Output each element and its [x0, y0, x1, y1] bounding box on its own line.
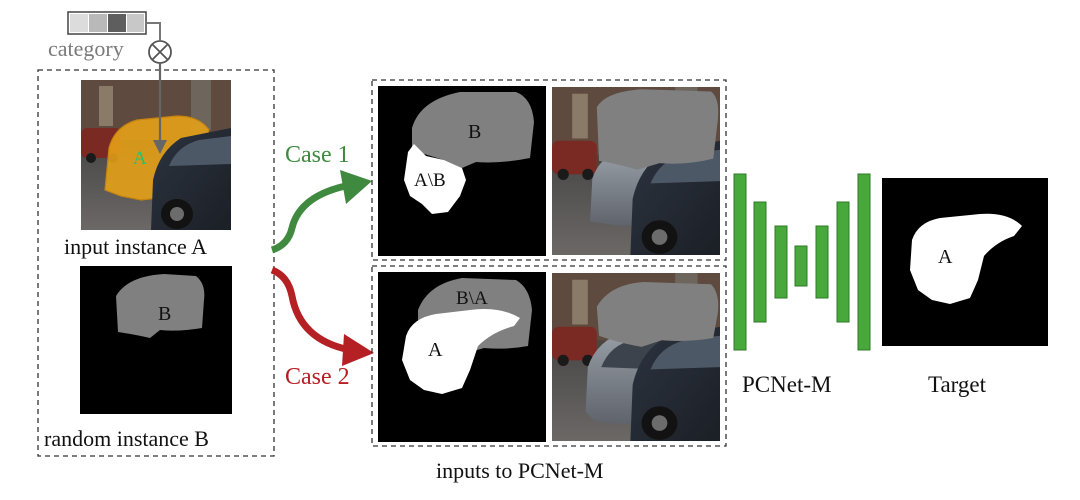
case1-mask: B A\B	[378, 86, 546, 256]
case2-arrow	[270, 266, 374, 366]
network-layer	[733, 173, 747, 351]
instance-a-caption: input instance A	[64, 234, 207, 259]
random-instance-b-mask: B	[80, 266, 232, 414]
network-layer	[774, 225, 788, 299]
network-layer	[794, 245, 808, 287]
inputs-caption: inputs to PCNet-M	[436, 458, 603, 483]
category-cell	[70, 14, 88, 32]
case1-mask-b-letter: B	[468, 121, 481, 143]
left-panel-border	[37, 69, 275, 457]
case1-label: Case 1	[285, 142, 350, 168]
case2-mask-a-letter: A	[428, 339, 443, 361]
category-connector	[146, 22, 161, 40]
case1-arrow	[270, 170, 372, 254]
category-label: category	[48, 36, 124, 61]
input-instance-a-image: A	[81, 80, 231, 230]
category-arrowhead	[153, 140, 167, 154]
case1-mask-diff-letter: A\B	[414, 170, 446, 191]
pcnet-m-network-icon	[733, 173, 871, 351]
instance-a-letter: A	[133, 148, 147, 169]
target-mask: A	[882, 178, 1048, 346]
network-layer	[857, 173, 871, 351]
category-cell	[127, 14, 144, 32]
instance-b-letter: B	[158, 303, 171, 325]
category-cell	[89, 14, 107, 32]
case2-label: Case 2	[285, 364, 350, 390]
case1-image	[552, 87, 720, 255]
case2-mask-diff-letter: B\A	[456, 288, 488, 309]
case1-panel-border	[371, 79, 727, 261]
instance-b-caption: random instance B	[44, 426, 209, 451]
network-layer	[753, 201, 767, 323]
network-layer	[836, 201, 850, 323]
category-cell	[108, 14, 126, 32]
target-letter: A	[938, 246, 953, 268]
target-caption: Target	[928, 372, 987, 397]
network-label: PCNet-M	[742, 372, 831, 397]
case2-panel-border	[371, 265, 727, 447]
multiply-operator-icon	[148, 40, 172, 64]
network-layer	[815, 225, 829, 299]
case2-image	[552, 273, 720, 441]
category-vector	[67, 11, 147, 35]
case2-mask: B\A A	[378, 272, 546, 442]
